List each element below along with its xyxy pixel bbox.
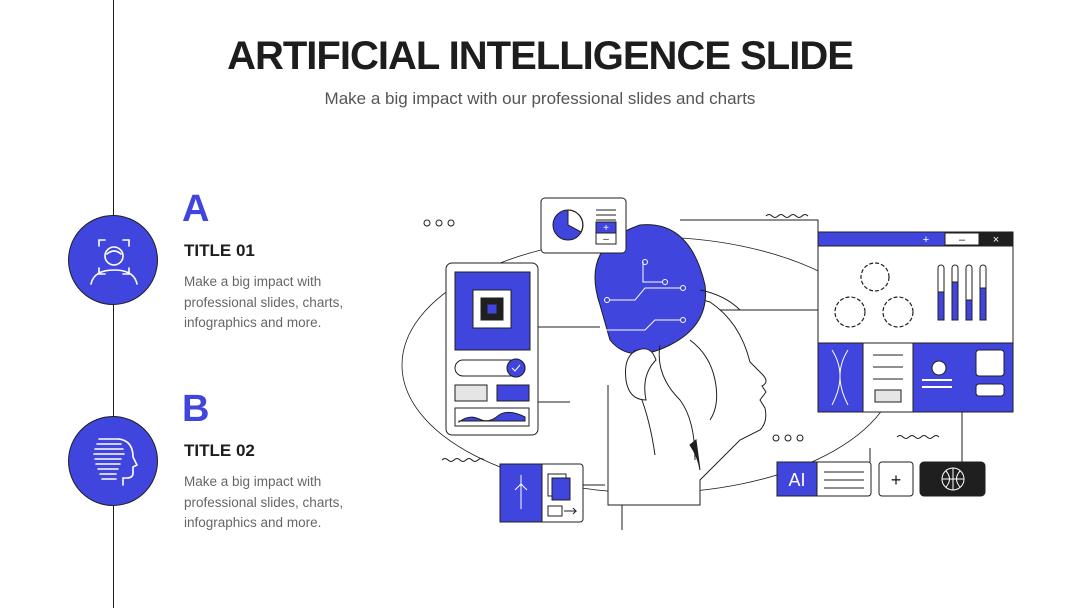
dots-decoration	[423, 219, 804, 442]
item-b-title: TITLE 02	[184, 441, 255, 460]
ai-illustration: + – + – ×	[401, 197, 1014, 530]
ai-head-icon	[68, 416, 158, 506]
item-b-letter: B	[182, 388, 210, 430]
squiggle-decoration	[441, 458, 485, 462]
squiggle-decoration	[896, 435, 940, 439]
robot-head	[594, 224, 767, 506]
window-minimize-button[interactable]: –	[959, 234, 966, 246]
squiggle-decoration	[765, 214, 809, 218]
item-a-title: TITLE 01	[184, 241, 255, 260]
usb-file-panel	[499, 463, 584, 523]
ai-label: AI	[788, 470, 805, 490]
face-scan-icon	[68, 215, 158, 305]
pie-panel-minus: –	[603, 234, 609, 245]
item-a-description: Make a big impact with professional slid…	[184, 274, 344, 330]
slide-title: ARTIFICIAL INTELLIGENCE SLIDE	[227, 34, 854, 78]
phone-panel	[445, 262, 539, 436]
item-a-letter: A	[182, 188, 210, 230]
window-add-button[interactable]: +	[923, 234, 929, 246]
pie-panel-plus: +	[603, 223, 609, 234]
item-b-description: Make a big impact with professional slid…	[184, 474, 344, 530]
settings-window	[817, 231, 1014, 413]
ai-toolbar	[776, 461, 986, 497]
window-close-button[interactable]: ×	[993, 234, 999, 246]
pie-chart-panel	[540, 197, 627, 254]
add-button[interactable]: +	[891, 470, 902, 490]
slide-subtitle: Make a big impact with our professional …	[324, 89, 756, 108]
